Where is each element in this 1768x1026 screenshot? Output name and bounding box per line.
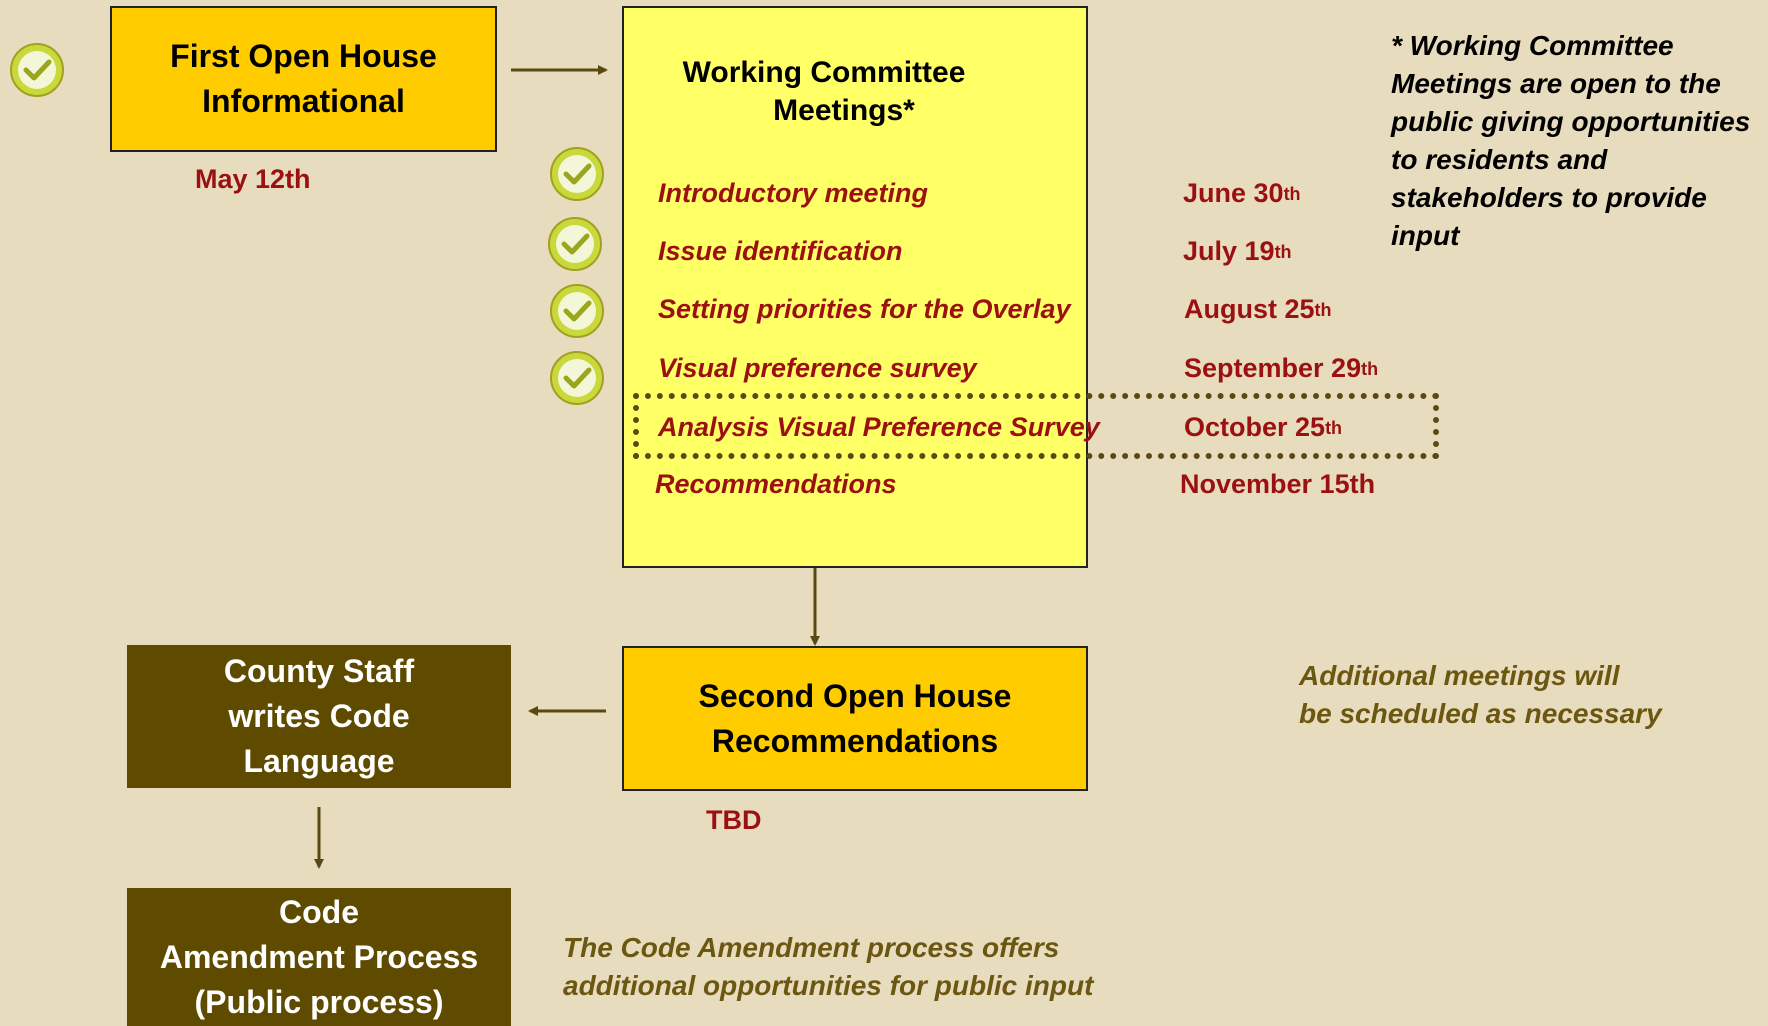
code-amendment-box: Code Amendment Process (Public process) [127,888,511,1026]
committee-date-1: June 30th [1183,178,1301,209]
second-open-house-date: TBD [706,805,762,835]
first-open-house-box: First Open House Informational [110,6,497,152]
code-amendment-line1: Code [279,893,359,930]
first-open-house-line1: First Open House [170,38,437,74]
additional-meetings-note: Additional meetings will be scheduled as… [1299,657,1739,733]
committee-date-3-suffix: th [1314,300,1332,320]
committee-date-4-text: September 29 [1184,353,1362,383]
committee-date-2-text: July 19 [1183,236,1275,266]
committee-date-5-text: October 25 [1184,412,1326,442]
committee-date-4: September 29th [1184,353,1378,384]
second-open-house-box: Second Open House Recommendations [622,646,1088,791]
committee-item-1: Introductory meeting [658,178,929,208]
additional-note-line2: be scheduled as necessary [1299,698,1662,729]
county-staff-line2: writes Code [228,698,410,734]
working-committee-title: Working Committee Meetings* [624,54,1024,130]
committee-date-3-text: August 25 [1184,294,1315,324]
check-icon [550,284,604,338]
committee-date-2-suffix: th [1274,242,1292,262]
committee-note-line5: stakeholders to provide [1391,182,1707,213]
check-icon [550,147,604,201]
committee-note: * Working Committee Meetings are open to… [1391,27,1761,255]
committee-note-line4: to residents and [1391,144,1608,175]
check-icon [550,351,604,405]
committee-date-6: November 15th [1180,469,1375,500]
committee-date-5-suffix: th [1325,418,1343,438]
check-icon [10,43,64,97]
committee-item-3: Setting priorities for the Overlay [658,294,1071,324]
committee-item-4: Visual preference survey [658,353,977,383]
county-staff-line1: County Staff [223,653,415,689]
code-amendment-line3: (Public process) [194,983,444,1020]
additional-note-line1: Additional meetings will [1299,660,1620,691]
county-staff-line3: Language [243,743,395,779]
second-open-house-line2: Recommendations [711,722,999,759]
working-committee-title-line2: Meetings* [773,94,915,127]
committee-item-5: Analysis Visual Preference Survey [658,412,1100,442]
committee-note-line1: * Working Committee [1391,30,1674,61]
committee-date-6-text: November 15th [1180,469,1376,499]
code-note-line1: The Code Amendment process offers [563,932,1060,963]
committee-item-6: Recommendations [655,469,897,499]
first-open-house-line2: Informational [202,83,405,119]
committee-note-line3: public giving opportunities [1391,106,1751,137]
code-amendment-line2: Amendment Process [159,938,479,975]
committee-date-1-suffix: th [1283,184,1301,204]
committee-date-3: August 25th [1184,294,1332,325]
committee-item-2: Issue identification [658,236,903,266]
current-item-highlight [633,393,1439,459]
working-committee-panel: Working Committee Meetings* [622,6,1088,568]
committee-note-line2: Meetings are open to the [1391,68,1721,99]
first-open-house-date: May 12th [195,164,311,194]
committee-date-5: October 25th [1184,412,1342,443]
working-committee-title-line1: Working Committee [682,56,966,89]
committee-date-1-text: June 30 [1183,178,1284,208]
code-amendment-note: The Code Amendment process offers additi… [563,929,1123,1005]
committee-date-4-suffix: th [1361,359,1379,379]
second-open-house-line1: Second Open House [698,677,1012,714]
committee-note-line6: input [1391,220,1460,251]
code-note-line2: additional opportunities for public inpu… [563,970,1094,1001]
committee-date-2: July 19th [1183,236,1292,267]
check-icon [548,217,602,271]
county-staff-box: County Staff writes Code Language [127,645,511,788]
